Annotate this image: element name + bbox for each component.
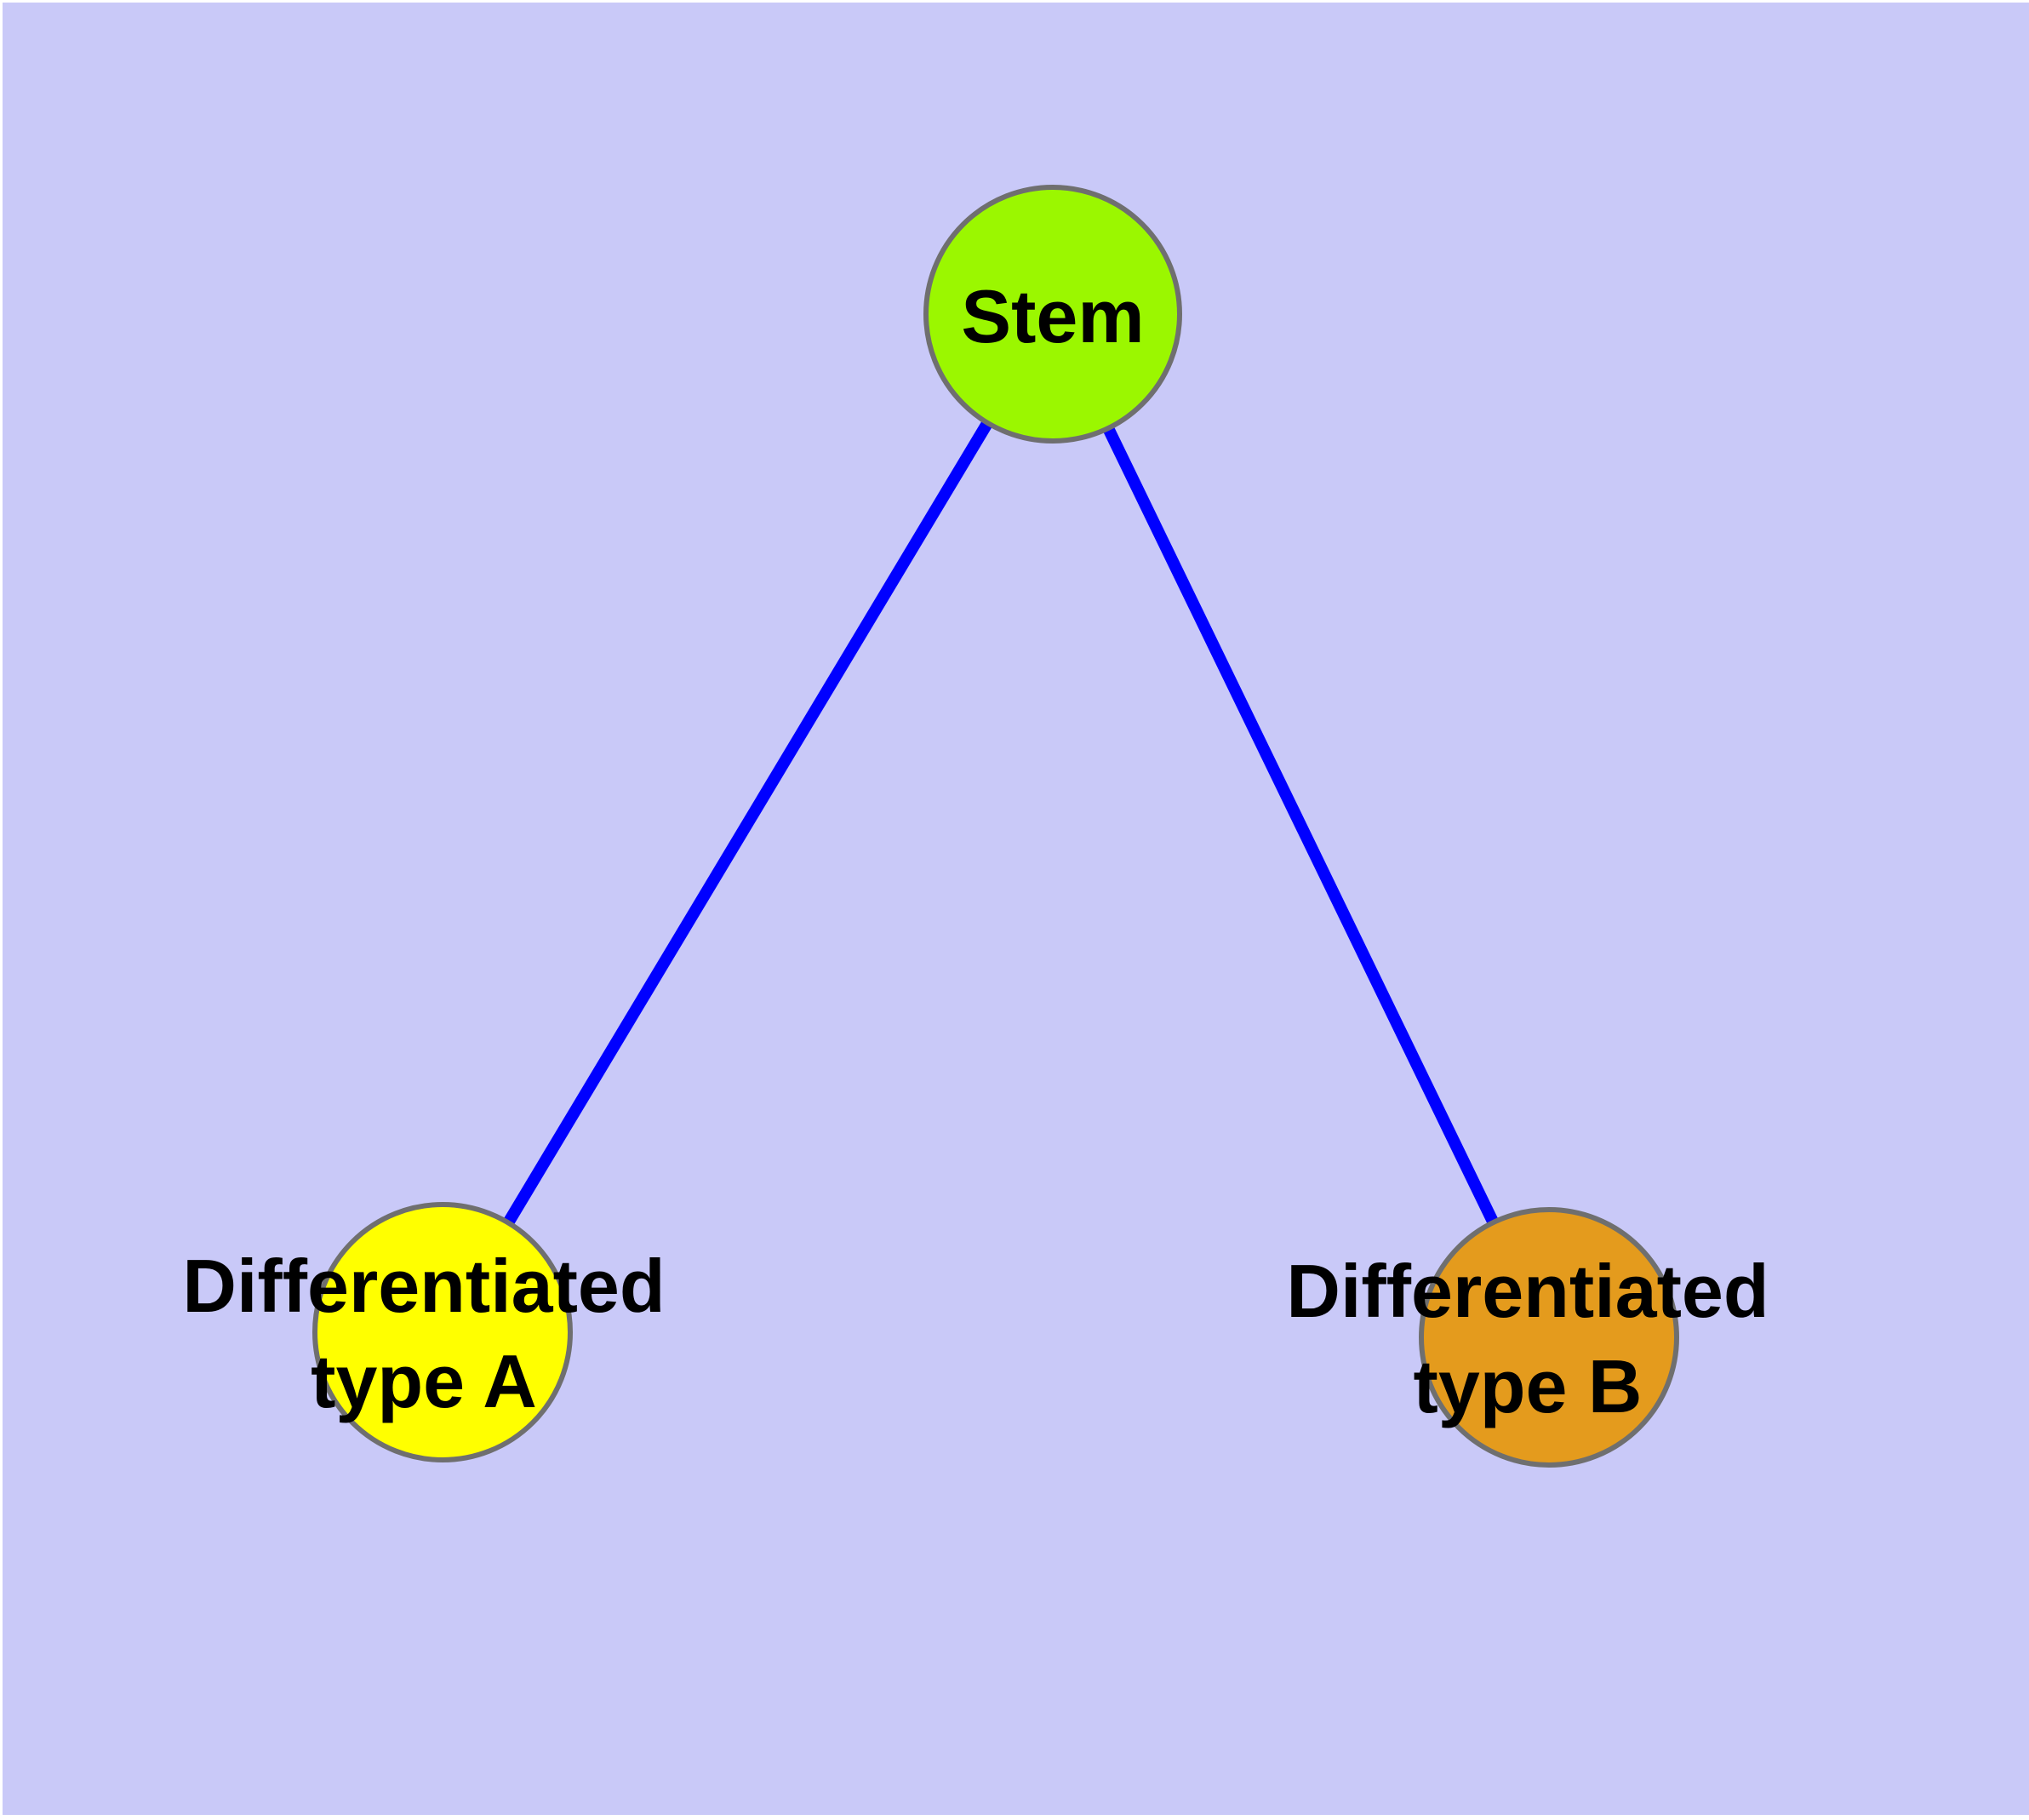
node-type-a-label-line2: type A (311, 1339, 537, 1423)
node-stem-circle (923, 185, 1182, 444)
edge-stem-to-type-a (437, 311, 1059, 1336)
node-type-a-circle (312, 1202, 573, 1462)
node-type-b-label: Differentiated type B (1286, 1244, 1769, 1434)
node-type-b-circle (1419, 1207, 1679, 1468)
node-type-a-label-line1: Differentiated (182, 1244, 666, 1328)
node-type-a-label: Differentiated type A (182, 1239, 665, 1429)
node-type-b-label-line2: type B (1413, 1344, 1643, 1428)
node-stem-label: Stem (961, 269, 1144, 364)
node-stem-label-text: Stem (961, 274, 1145, 358)
node-type-b-label-line1: Differentiated (1286, 1249, 1769, 1333)
edge-stem-to-type-b (1047, 311, 1555, 1341)
